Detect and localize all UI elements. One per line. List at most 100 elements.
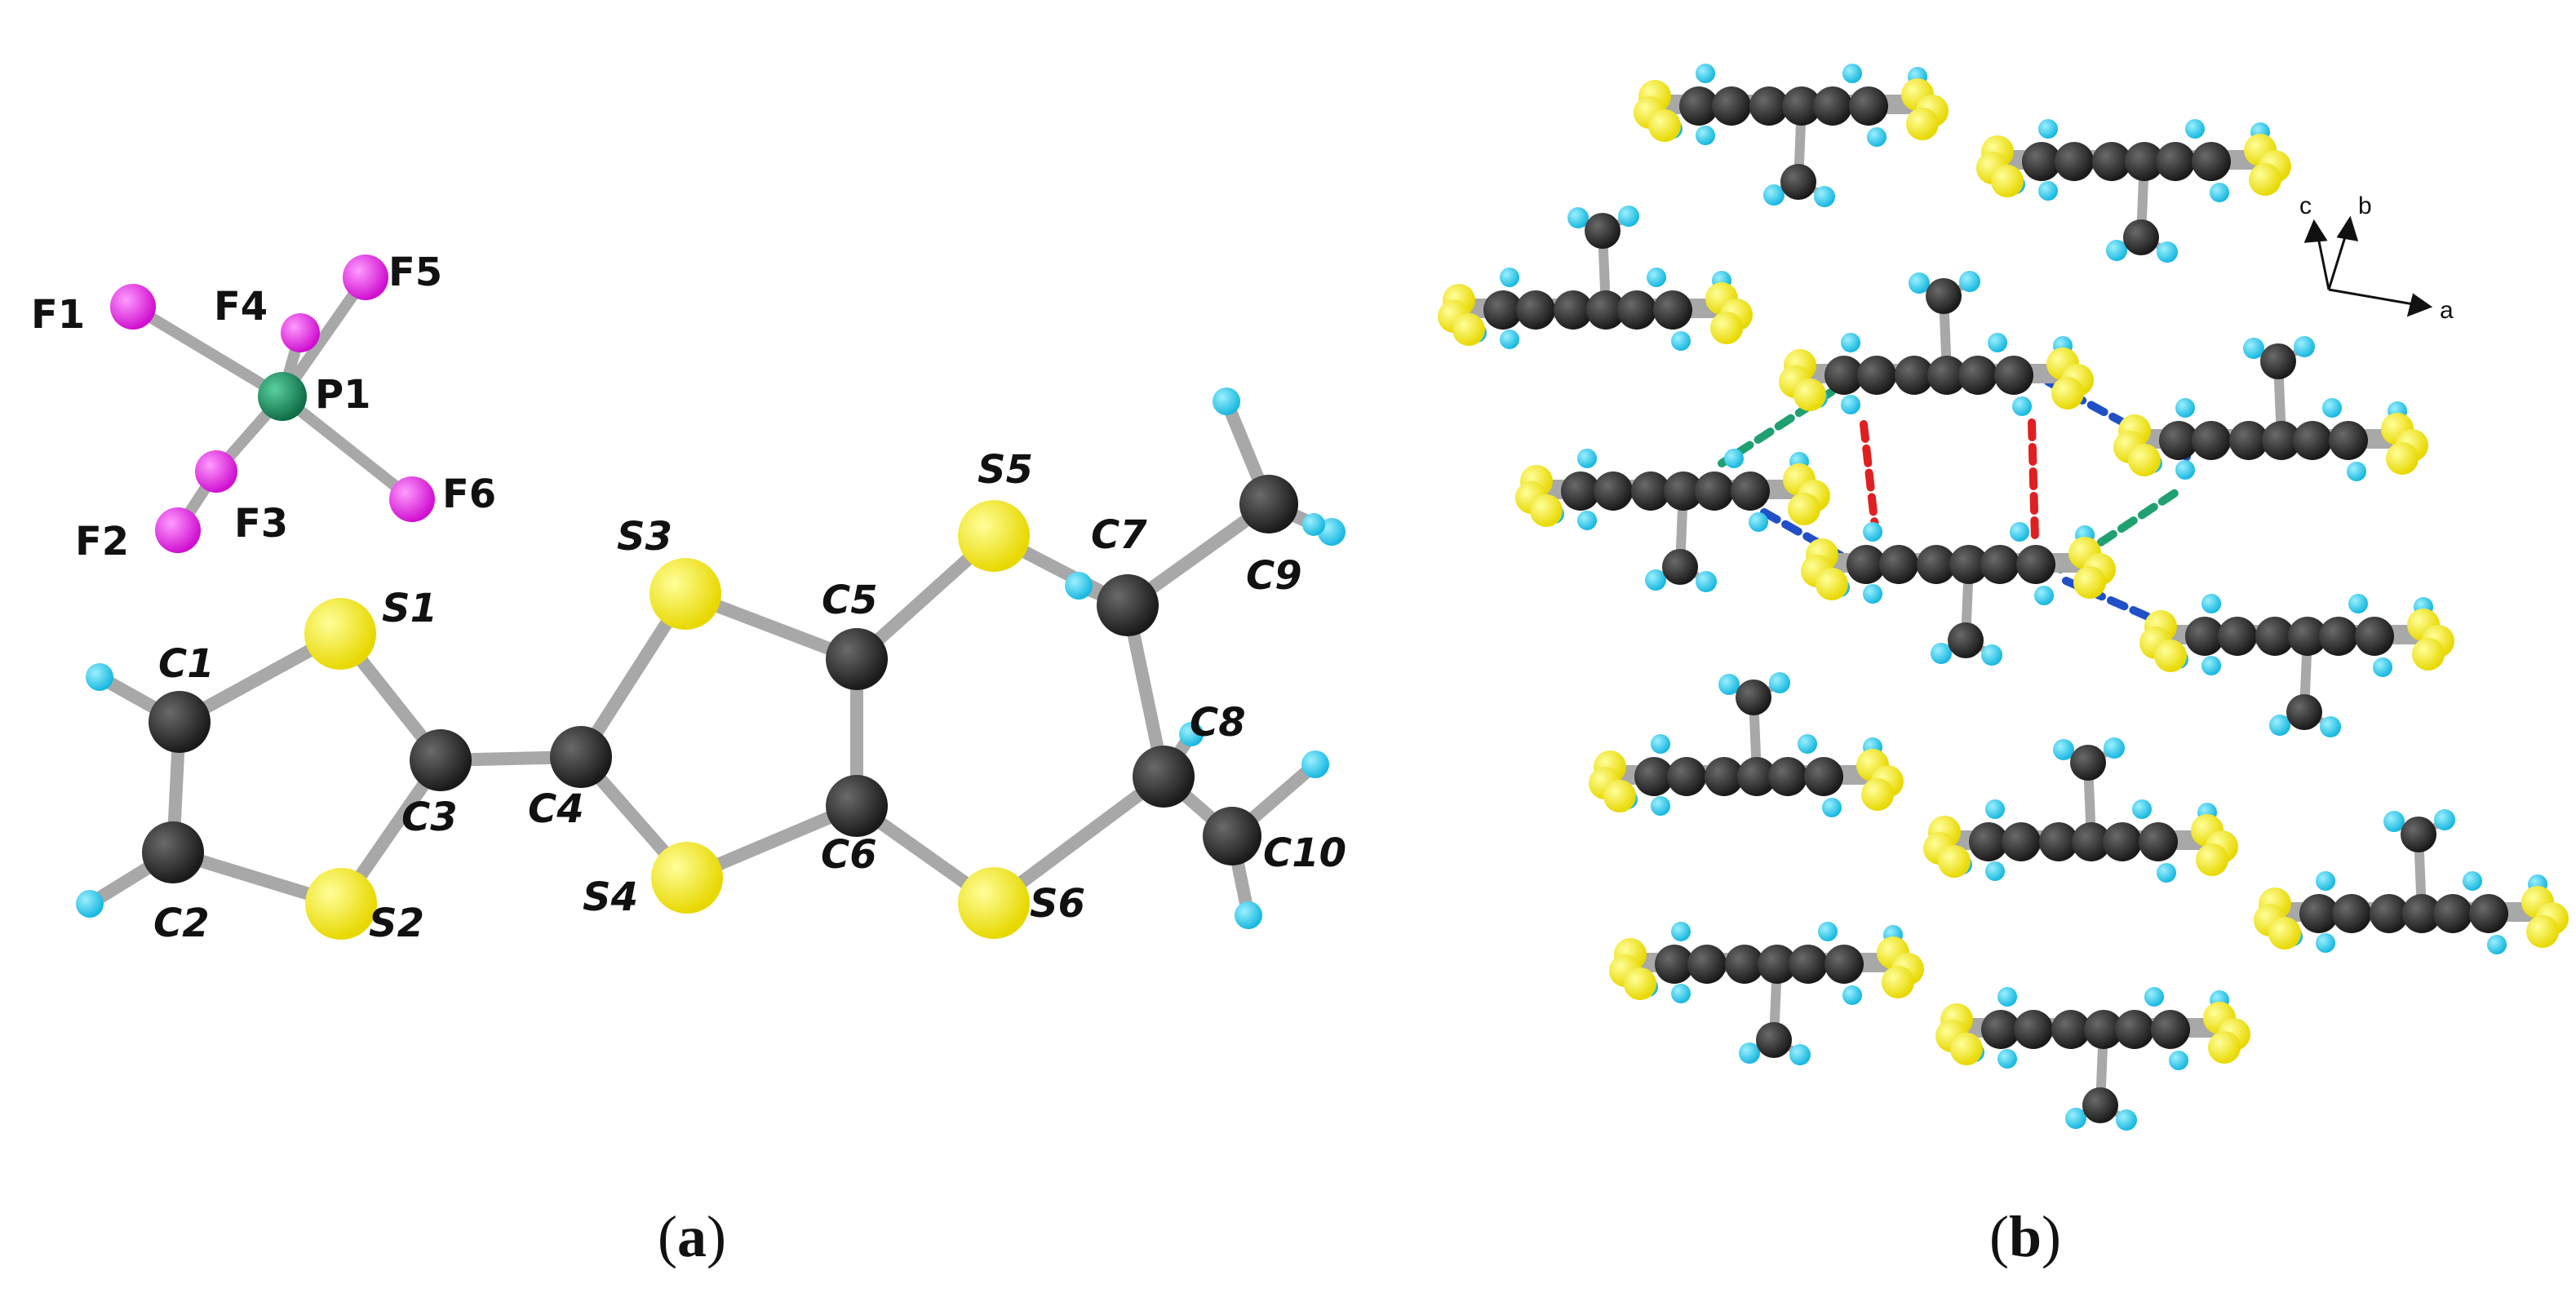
atom-labels: F1 F4 F5 P1 F6 F3 F2 S1 S3 S5 C7 C9 C1 C…	[31, 250, 1346, 946]
stacked-molecule	[1609, 922, 1924, 1065]
sulfur-atom	[2249, 163, 2281, 196]
label-f4: F4	[214, 284, 268, 330]
label-c2: C2	[153, 901, 210, 946]
carbon-atom	[1561, 471, 1600, 511]
contact-red-2	[2028, 418, 2039, 542]
carbon-atom	[1756, 1022, 1792, 1058]
carbon-atom	[1554, 290, 1593, 330]
hydrogen-atom	[2012, 396, 2032, 416]
carbon-atom	[2329, 421, 2368, 460]
label-c3: C3	[401, 795, 458, 840]
sulfur-atom	[1603, 780, 1636, 812]
carbon-atom	[1662, 549, 1698, 585]
hydrogen-atom	[1909, 272, 1930, 294]
stacked-molecule	[1515, 449, 1830, 592]
carbon-atom	[1736, 679, 1771, 715]
carbon-atom	[1847, 545, 1886, 584]
atom-h	[1235, 901, 1262, 929]
axis-c-line	[2316, 232, 2330, 290]
stacked-molecule	[1923, 737, 2238, 883]
hydrogen-atom	[1763, 184, 1785, 206]
hydrogen-atom	[2320, 716, 2341, 737]
axis-b-label: b	[2358, 193, 2372, 219]
carbon-atom	[2082, 1087, 2118, 1123]
atom-h	[1302, 513, 1325, 536]
carbon-atom	[1813, 86, 1852, 126]
carbon-atom	[1804, 757, 1843, 796]
carbon-atom	[1725, 945, 1764, 984]
carbon-atom	[1994, 356, 2033, 395]
label-c1: C1	[158, 641, 215, 687]
carbon-atom	[2051, 1010, 2091, 1049]
atom-h	[1213, 387, 1240, 415]
carbon-atom	[2139, 822, 2178, 861]
hydrogen-atom	[1671, 922, 1691, 941]
hydrogen-atom	[2104, 737, 2125, 759]
hydrogen-atom	[1696, 571, 1717, 592]
atom-h	[1301, 750, 1329, 778]
carbon-atom	[1857, 356, 1896, 395]
carbon-atom	[2055, 142, 2094, 181]
carbon-atom	[1949, 545, 1989, 584]
carbon-atom	[1737, 757, 1776, 796]
label-s1: S1	[382, 586, 437, 631]
carbon-atom	[2123, 219, 2159, 255]
carbon-atom	[2014, 1010, 2053, 1049]
hydrogen-atom	[1696, 64, 1715, 83]
carbon-atom	[2262, 421, 2301, 460]
hydrogen-atom	[2157, 241, 2178, 263]
sulfur-atom	[2128, 444, 2161, 476]
carbon-atom	[1695, 471, 1734, 511]
hydrogen-atom	[1577, 449, 1597, 468]
carbon-atom	[1789, 945, 1828, 984]
hydrogen-atom	[1671, 331, 1691, 351]
carbon-atom	[2016, 545, 2055, 584]
hydrogen-atom	[1985, 799, 2005, 819]
stacked-molecule	[1438, 206, 1753, 351]
stacked-molecule	[2113, 336, 2428, 481]
hydrogen-atom	[1671, 984, 1691, 1003]
carbon-atom	[1667, 757, 1706, 796]
atom-c8	[1133, 746, 1195, 808]
label-f2: F2	[75, 519, 129, 564]
hydrogen-atom	[1651, 796, 1670, 816]
carbon-atom	[2084, 1010, 2123, 1049]
atom-c6	[826, 775, 888, 837]
label-c8: C8	[1190, 700, 1246, 746]
sulfur-atom	[1793, 378, 1826, 411]
sulfur-atom	[2051, 377, 2084, 409]
label-s6: S6	[1030, 881, 1085, 927]
carbon-atom	[2355, 617, 2394, 656]
label-s3: S3	[617, 514, 672, 560]
sulfur-atom	[1624, 967, 1656, 1000]
atom-h	[86, 663, 113, 691]
sulfur-atom	[1452, 313, 1485, 346]
carbon-atom	[1824, 356, 1864, 395]
carbon-atom	[1712, 86, 1751, 126]
carbon-atom	[2260, 343, 2296, 379]
carbon-atom	[2255, 617, 2294, 656]
carbon-atom	[2288, 617, 2327, 656]
sulfur-atom	[2526, 915, 2559, 948]
carbon-atom	[2402, 894, 2441, 933]
carbon-atom	[2229, 421, 2268, 460]
carbon-atom	[1586, 290, 1625, 330]
hydrogen-atom	[1818, 922, 1838, 941]
atom-f6	[389, 476, 435, 522]
carbon-atom	[2092, 142, 2131, 181]
label-c4: C4	[528, 786, 584, 832]
carbon-atom	[1879, 545, 1918, 584]
label-s4: S4	[583, 874, 638, 920]
hydrogen-atom	[2201, 656, 2221, 675]
hydrogen-atom	[1841, 333, 1860, 352]
sulfur-atom	[1882, 966, 1914, 998]
hydrogen-atom	[2034, 586, 2054, 605]
axis-a-arrow	[2406, 293, 2433, 317]
hydrogen-atom	[1842, 64, 1862, 83]
carbon-atom	[1653, 290, 1692, 330]
label-f6: F6	[442, 471, 496, 517]
stacked-molecule	[1935, 987, 2250, 1131]
carbon-atom	[1958, 356, 1997, 395]
hydrogen-atom	[1739, 1042, 1760, 1064]
carbon-atom	[1634, 757, 1674, 796]
